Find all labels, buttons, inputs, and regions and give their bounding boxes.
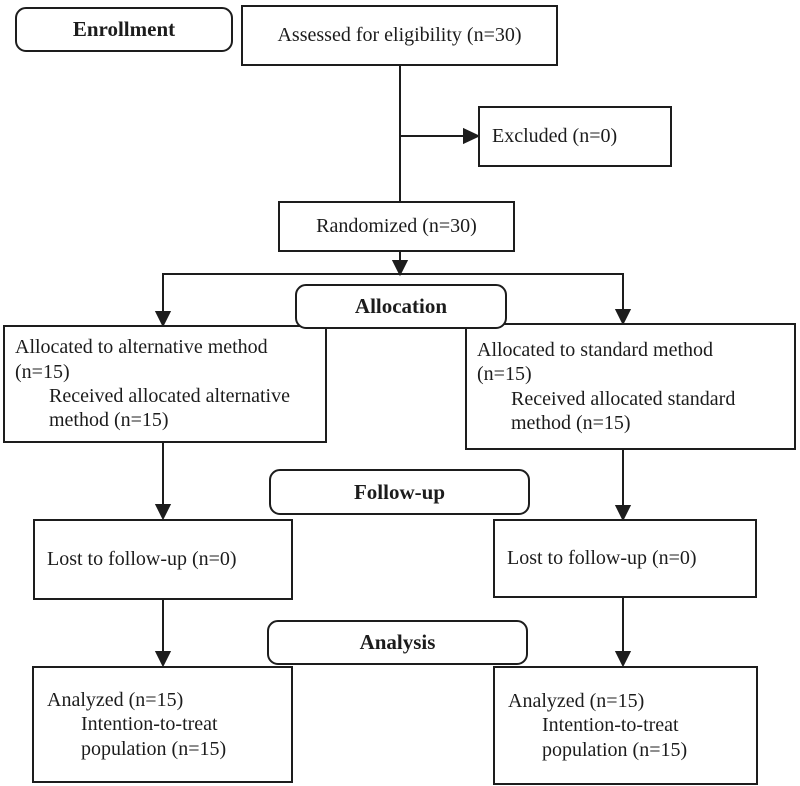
excluded-box: Excluded (n=0)	[478, 106, 672, 167]
analyzed-right-box: Analyzed (n=15) Intention-to-treat popul…	[493, 666, 758, 785]
randomized-text: Randomized (n=30)	[316, 215, 477, 238]
allocated-standard-box: Allocated to standard method (n=15) Rece…	[465, 323, 796, 450]
analyzed-left-line3: population (n=15)	[81, 737, 227, 760]
allocated-standard-line3: Received allocated standard	[511, 387, 736, 410]
stage-analysis-label: Analysis	[359, 630, 436, 654]
assessed-text: Assessed for eligibility (n=30)	[277, 24, 522, 47]
analyzed-right-line3: population (n=15)	[542, 738, 688, 761]
lost-followup-left-text: Lost to follow-up (n=0)	[47, 548, 237, 571]
randomized-box: Randomized (n=30)	[278, 201, 515, 252]
arrowhead-lost-left	[154, 504, 172, 521]
allocated-alternative-line2: (n=15)	[15, 360, 70, 383]
allocated-alternative-line4: method (n=15)	[49, 409, 169, 432]
stage-allocation-label: Allocation	[354, 294, 448, 318]
analyzed-right-line2: Intention-to-treat	[542, 714, 679, 737]
arrowhead-lost-right	[614, 505, 632, 522]
arrowhead-split	[391, 260, 409, 277]
stage-followup-label: Follow-up	[353, 479, 445, 504]
analyzed-left-box: Analyzed (n=15) Intention-to-treat popul…	[32, 666, 293, 783]
stage-allocation-box: Allocation	[295, 284, 507, 329]
arrowhead-analyzed-right	[614, 651, 632, 668]
analyzed-left-line1: Analyzed (n=15)	[47, 688, 184, 711]
stage-enrollment-label: Enrollment	[72, 17, 176, 41]
allocated-standard-line2: (n=15)	[477, 363, 532, 386]
allocated-standard-line4: method (n=15)	[511, 411, 631, 434]
stage-followup-box: Follow-up	[269, 469, 530, 515]
lost-followup-left-box: Lost to follow-up (n=0)	[33, 519, 293, 600]
arrowhead-analyzed-left	[154, 651, 172, 668]
lost-followup-right-text: Lost to follow-up (n=0)	[507, 547, 697, 570]
allocated-alternative-box: Allocated to alternative method (n=15) R…	[3, 325, 327, 443]
allocated-alternative-line3: Received allocated alternative	[49, 385, 290, 407]
arrowhead-alloc-right	[614, 309, 632, 326]
allocated-standard-line1: Allocated to standard method	[477, 338, 714, 361]
stage-enrollment-box: Enrollment	[15, 7, 233, 52]
analyzed-right-line1: Analyzed (n=15)	[508, 689, 645, 712]
excluded-text: Excluded (n=0)	[492, 125, 618, 148]
allocated-alternative-line1: Allocated to alternative method	[15, 336, 268, 359]
lost-followup-right-box: Lost to follow-up (n=0)	[493, 519, 757, 598]
arrowhead-excluded	[463, 127, 481, 145]
stage-analysis-box: Analysis	[267, 620, 528, 665]
assessed-box: Assessed for eligibility (n=30)	[241, 5, 558, 66]
arrowhead-alloc-left	[154, 311, 172, 328]
analyzed-left-line2: Intention-to-treat	[81, 713, 218, 736]
